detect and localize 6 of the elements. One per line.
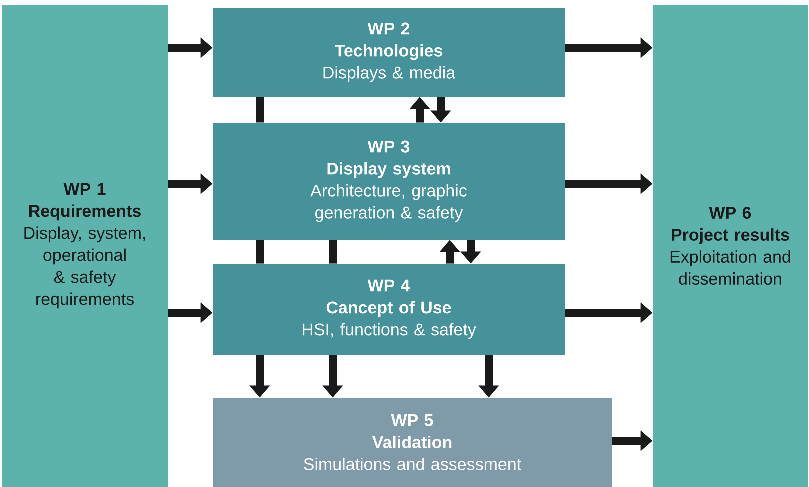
process-box: WP 2 Technologies Displays & media [213, 8, 565, 97]
process-box: WP 4 Cancept of Use HSI, functions & safety [213, 264, 565, 355]
process-box: WP 5 Validation Simulations and assessment [213, 398, 612, 487]
process-box: WP 1 Requirements Display, system, operational & safety requirements [2, 5, 168, 487]
process-box: WP 6 Project results Exploitation and dissemination [653, 5, 808, 487]
process-box: WP 3 Display system Architecture, graphic generation & safety [213, 123, 565, 240]
